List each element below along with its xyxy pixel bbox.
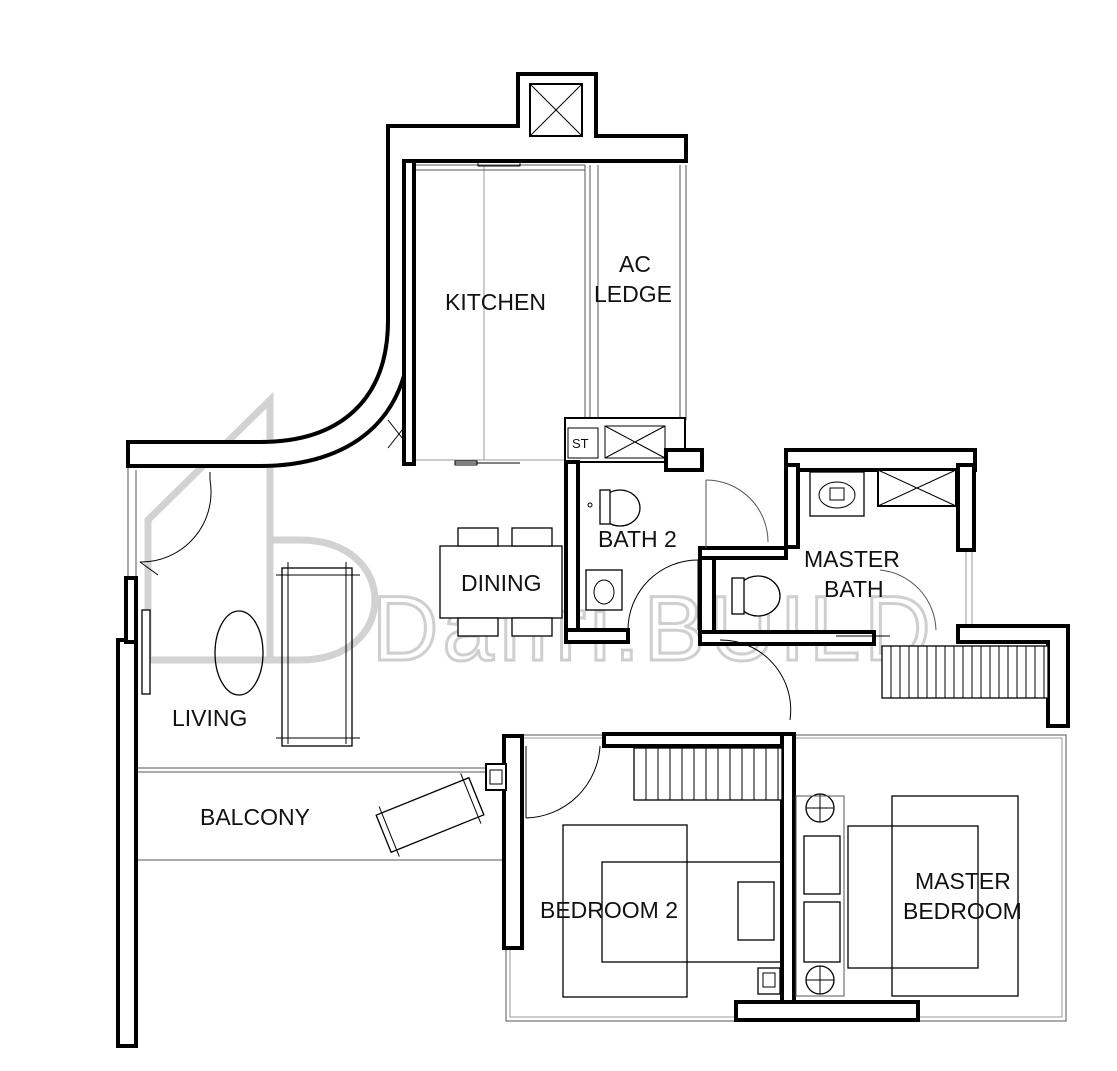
master-bath-label-line2: BATH	[824, 576, 884, 602]
furniture	[141, 469, 1049, 998]
master-bath-label-line1: MASTER	[804, 546, 900, 572]
dining-label: DINING	[461, 570, 542, 596]
balcony-label: BALCONY	[200, 804, 310, 830]
walls: ST	[116, 72, 1070, 1048]
room-labels: KITCHEN AC LEDGE BATH 2 MASTER BATH DINI…	[172, 251, 1022, 924]
living-label: LIVING	[172, 705, 247, 731]
bedroom2-label: BEDROOM 2	[540, 897, 678, 923]
doors	[139, 472, 937, 819]
ac-ledge-label-line2: LEDGE	[594, 281, 672, 307]
wardrobe-hatching	[645, 646, 1045, 800]
st-label: ST	[572, 436, 589, 451]
bath2-label: BATH 2	[598, 526, 677, 552]
kitchen-label: KITCHEN	[445, 289, 546, 315]
master-bedroom-label-line1: MASTER	[915, 868, 1011, 894]
ac-ledge-label-line1: AC	[619, 251, 651, 277]
master-bedroom-label-line2: BEDROOM	[903, 898, 1022, 924]
